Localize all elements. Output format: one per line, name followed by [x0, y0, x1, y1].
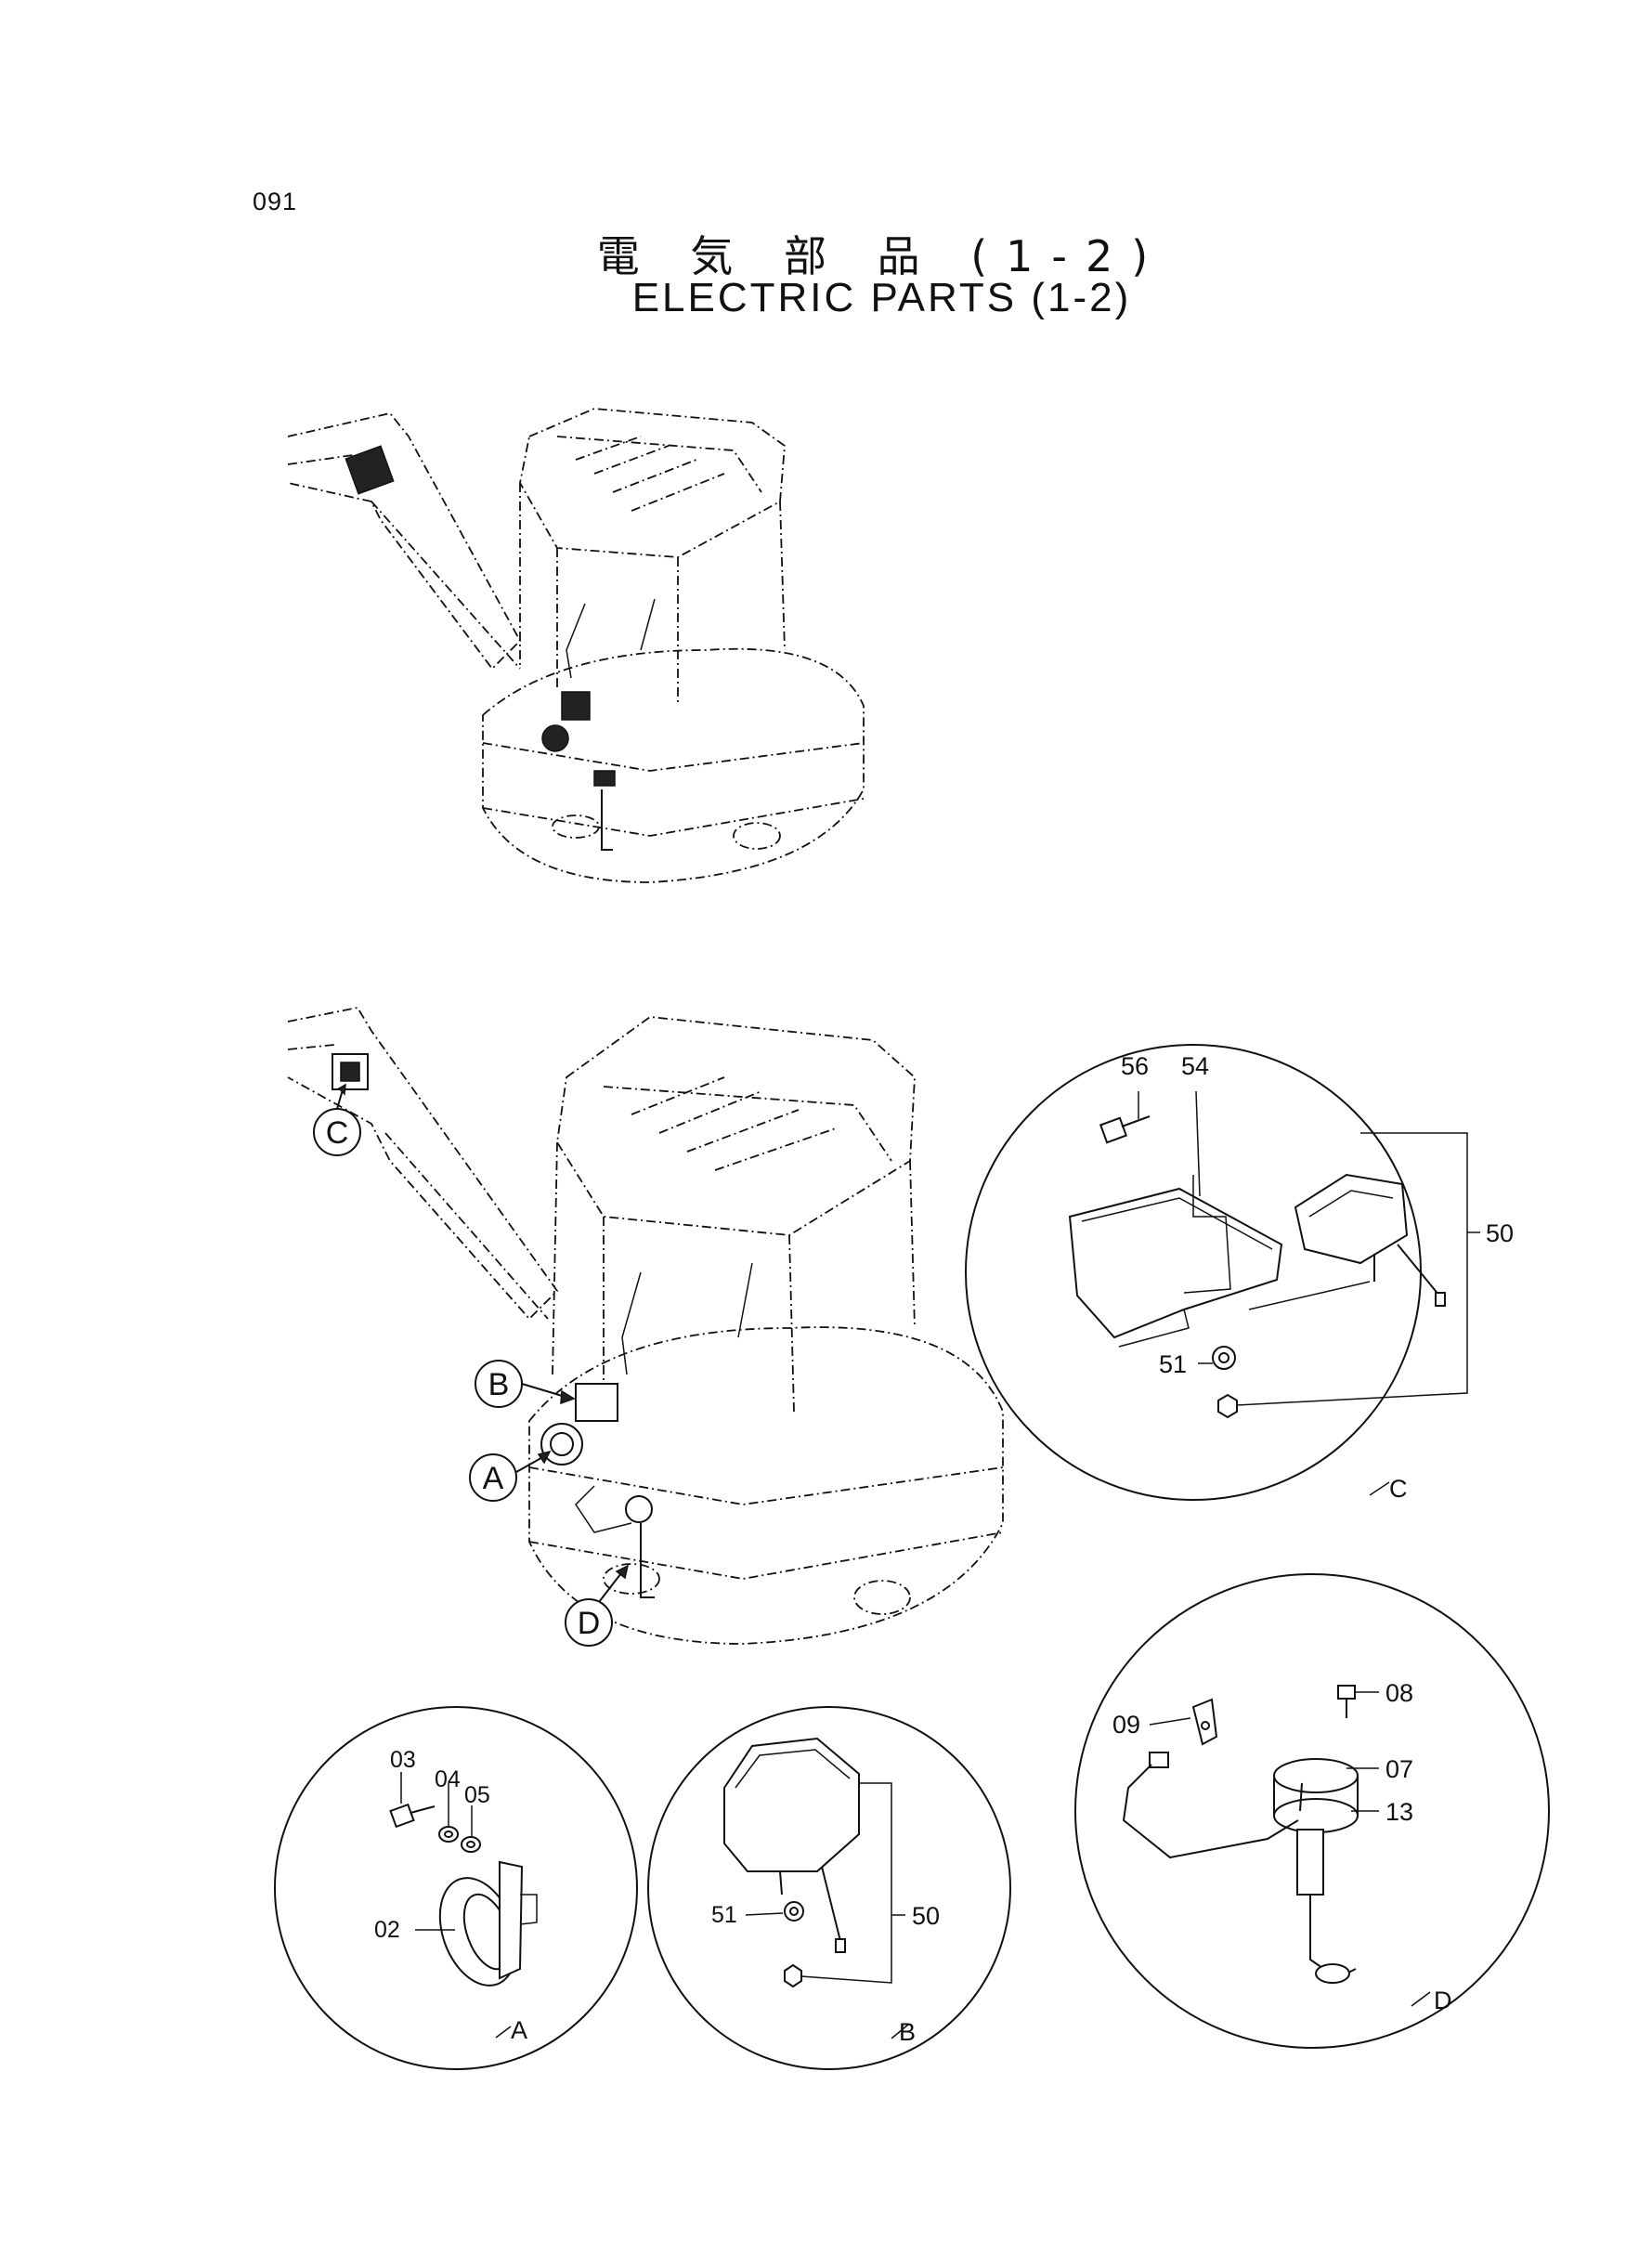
detail-c-part-51: 51: [1159, 1350, 1187, 1378]
detail-c-circle: [965, 1044, 1480, 1501]
wire-harness-icon: [1122, 1752, 1303, 1859]
overview-excavator-illustration: [287, 408, 865, 883]
callout-d-label: D: [578, 1606, 601, 1641]
detail-d-part-07: 07: [1385, 1755, 1413, 1783]
fuel-sensor-icon: [1296, 1829, 1357, 1984]
detail-a-label: A: [511, 2016, 527, 2044]
main-excavator-illustration: [287, 1006, 1004, 1645]
lock-washer-icon: [784, 1901, 804, 1922]
callout-b-label: B: [488, 1367, 510, 1402]
callout-a-label: A: [483, 1461, 504, 1496]
detail-a-circle: [274, 1706, 638, 2070]
nut-icon: [1217, 1393, 1238, 1419]
callout-c[interactable]: C: [313, 1083, 361, 1156]
work-light-icon: [723, 1737, 860, 1953]
detail-a-part-05: 05: [464, 1782, 490, 1808]
page-title-japanese: 電 気 部 品 (1-2): [596, 231, 1167, 281]
lock-washer-icon: [1212, 1346, 1236, 1370]
horn-icon: [438, 1860, 538, 1987]
detail-d-part-13: 13: [1385, 1798, 1413, 1826]
detail-c-part-54: 54: [1181, 1052, 1209, 1080]
callout-d[interactable]: D: [565, 1564, 630, 1647]
callout-b[interactable]: B: [475, 1360, 576, 1408]
detail-d-part-09: 09: [1112, 1711, 1140, 1739]
screw-icon: [1337, 1685, 1356, 1718]
detail-b-part-50: 50: [912, 1902, 940, 1930]
bolt-icon: [389, 1803, 436, 1829]
detail-d-circle: [1074, 1573, 1550, 2049]
detail-c-part-50: 50: [1486, 1219, 1514, 1247]
detail-a-part-04: 04: [435, 1766, 461, 1792]
washer-icon: [438, 1826, 459, 1843]
bracket-icon: [1191, 1698, 1218, 1746]
detail-b-label: B: [899, 2018, 916, 2046]
light-guard-icon: [1068, 1175, 1283, 1348]
detail-c-part-56: 56: [1121, 1052, 1149, 1080]
spring-washer-icon: [461, 1836, 481, 1853]
bolt-icon: [1099, 1115, 1151, 1144]
detail-d-label: D: [1434, 1987, 1452, 2014]
sender-flange-icon: [1273, 1758, 1359, 1833]
page-number: 091: [253, 188, 298, 215]
callout-c-label: C: [326, 1115, 349, 1151]
work-light-icon: [1248, 1173, 1446, 1310]
detail-c-label: C: [1389, 1475, 1408, 1503]
detail-b-part-51: 51: [711, 1902, 737, 1928]
page-title-english: ELECTRIC PARTS (1-2): [631, 275, 1132, 320]
callout-a[interactable]: A: [469, 1450, 552, 1502]
detail-a-part-02: 02: [374, 1917, 400, 1943]
nut-icon: [784, 1963, 802, 1988]
detail-d-part-08: 08: [1385, 1679, 1413, 1707]
detail-b-circle: [647, 1706, 1011, 2070]
detail-a-part-03: 03: [390, 1747, 416, 1773]
